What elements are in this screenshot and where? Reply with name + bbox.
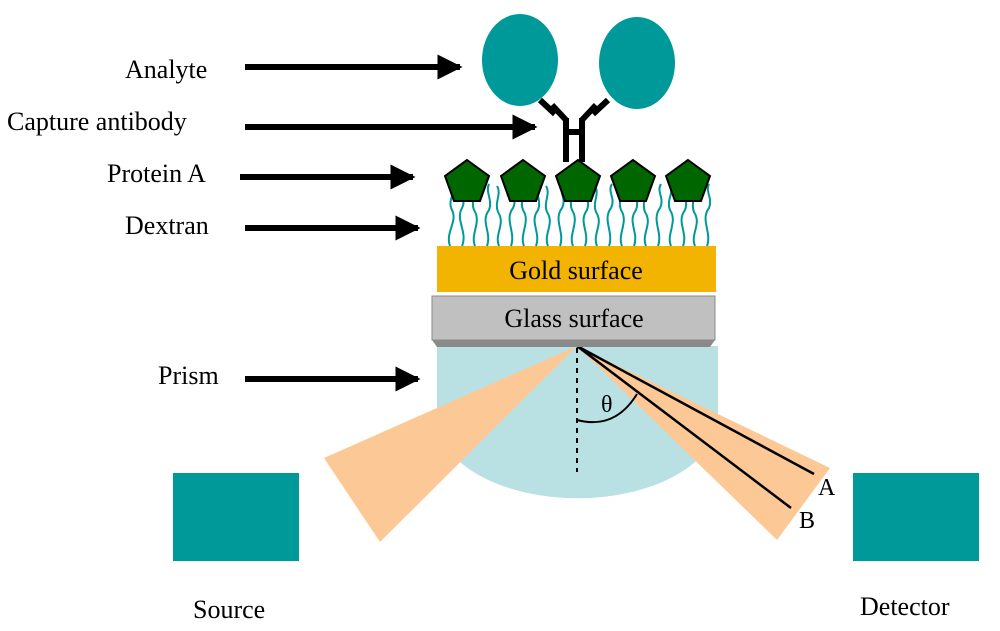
theta-label: θ <box>601 392 613 418</box>
analyte-label: Analyte <box>125 55 207 84</box>
ray-a-label: A <box>818 475 836 501</box>
protein-a-pentagon <box>554 158 602 202</box>
ray-a-line <box>576 344 815 476</box>
gold-surface-layer <box>437 246 716 292</box>
glass-surface-label: Glass surface <box>504 304 643 333</box>
glass-surface-layer <box>431 295 716 341</box>
incident-beam <box>324 346 577 542</box>
protein-a-pentagon <box>499 158 547 202</box>
protein-a-pentagon <box>443 158 491 202</box>
source-box <box>173 473 299 561</box>
ray-b-label: B <box>799 508 815 534</box>
detector-box <box>853 473 979 561</box>
capture-antibody-shape <box>537 97 611 162</box>
detector-label: Detector <box>860 592 950 621</box>
gold-surface-label: Gold surface <box>509 256 643 285</box>
protein-a-label: Protein A <box>107 159 206 188</box>
source-label: Source <box>193 595 265 624</box>
glass-bevel <box>432 340 715 347</box>
capture-antibody-label: Capture antibody <box>7 107 187 136</box>
protein-a-pentagon <box>609 158 657 202</box>
theta-arc <box>576 393 638 424</box>
protein-a-pentagon <box>664 158 712 202</box>
dextran-label: Dextran <box>125 211 209 240</box>
prism-label: Prism <box>158 361 219 390</box>
analyte-oval-left <box>482 14 558 106</box>
protein-a-group <box>443 158 712 202</box>
analyte-oval-right <box>599 17 675 109</box>
ray-b-line <box>576 345 792 509</box>
